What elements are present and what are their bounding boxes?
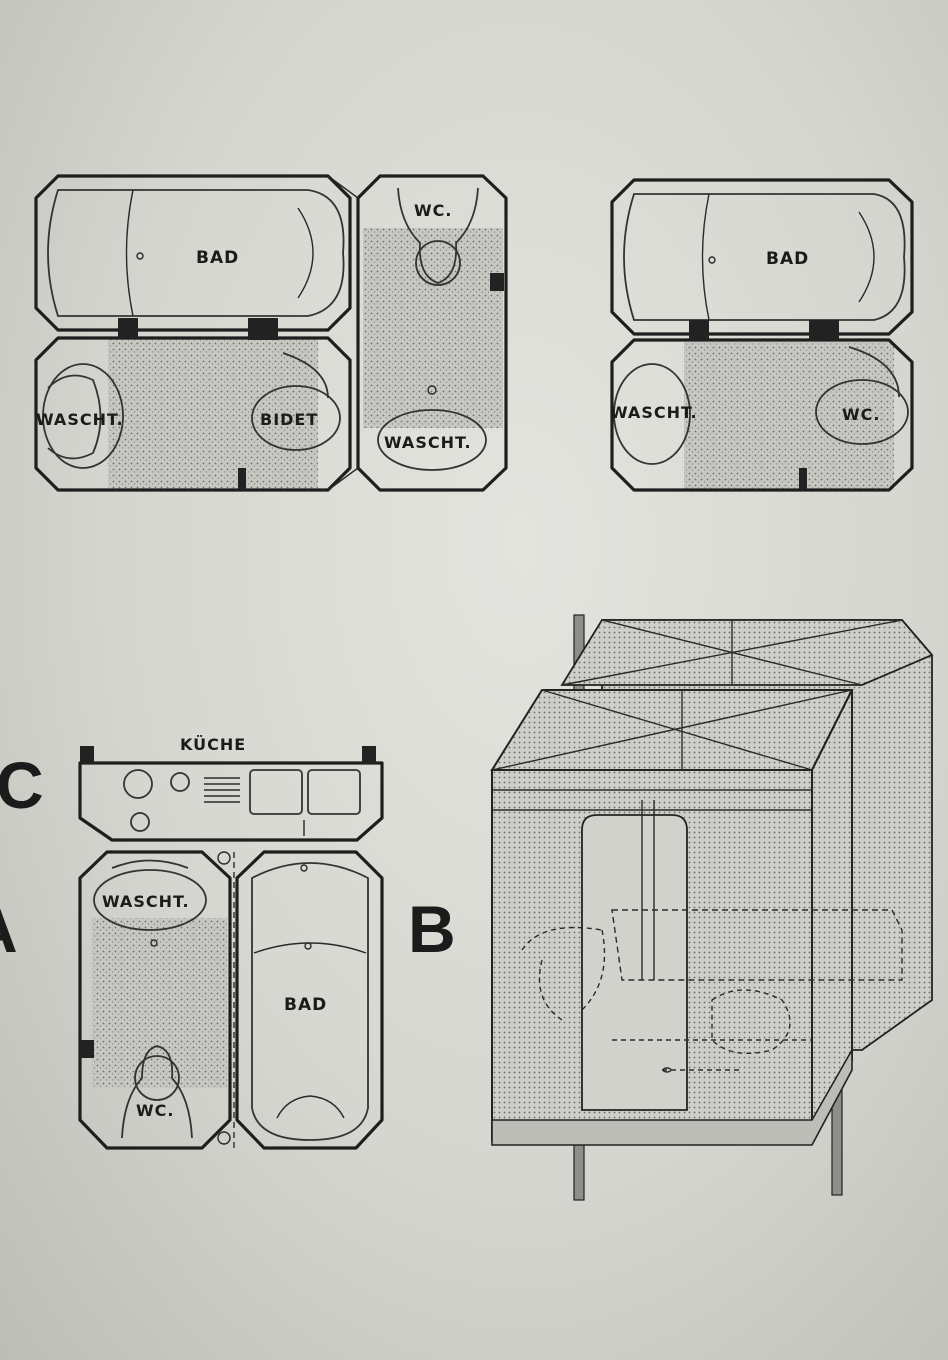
bath-module-bottom [235,850,384,1150]
label-basin-bottom: WASCHT. [102,892,190,911]
wc-basin-module [78,850,232,1150]
toilet [397,187,479,284]
floor-plan-top-right: BAD WASCHT. WC. [610,178,914,492]
basin-right [377,409,487,471]
letter-c: C [0,748,44,822]
sink-right [307,769,361,815]
basin-bottom [93,869,207,931]
label-basin-right: WASCHT. [384,433,472,452]
bathtub-bottom [251,862,369,1141]
letter-a: A [0,896,18,962]
label-bath-right: BAD [766,249,809,269]
label-basin-left: WASCHT. [36,410,124,429]
label-wc-top-right: WC. [842,405,880,424]
wc-module [356,174,508,492]
hob-small [170,772,190,792]
basin-left [42,363,124,469]
label-basin-top-right: WASCHT. [610,403,698,422]
vent-grille [204,777,240,803]
kitchen-module [78,761,384,842]
toilet-right [815,379,909,445]
hob-front [130,812,150,832]
bidet [251,385,341,451]
letter-b: B [408,892,456,966]
toilet-bottom [121,1045,193,1139]
isometric-cabin-view [490,614,934,1201]
label-kitchen: KÜCHE [180,735,246,754]
bathtub [47,189,345,317]
sink-left [249,769,303,815]
bath-module [34,174,352,332]
floor-plan-bottom: KÜCHE WASCHT. WC. BAD [78,735,384,1150]
label-wc-top: WC. [414,201,452,220]
label-bath-bottom: BAD [284,995,327,1015]
label-wc-bottom: WC. [136,1101,174,1120]
label-bidet: BIDET [260,410,318,429]
hob-large [123,769,153,799]
floor-plan-top-left: BAD WASCHT. BIDET WC. WASCHT. [34,174,508,492]
label-bath: BAD [196,248,239,268]
bath-module-right [610,178,914,336]
washroom-module-right [610,338,914,492]
